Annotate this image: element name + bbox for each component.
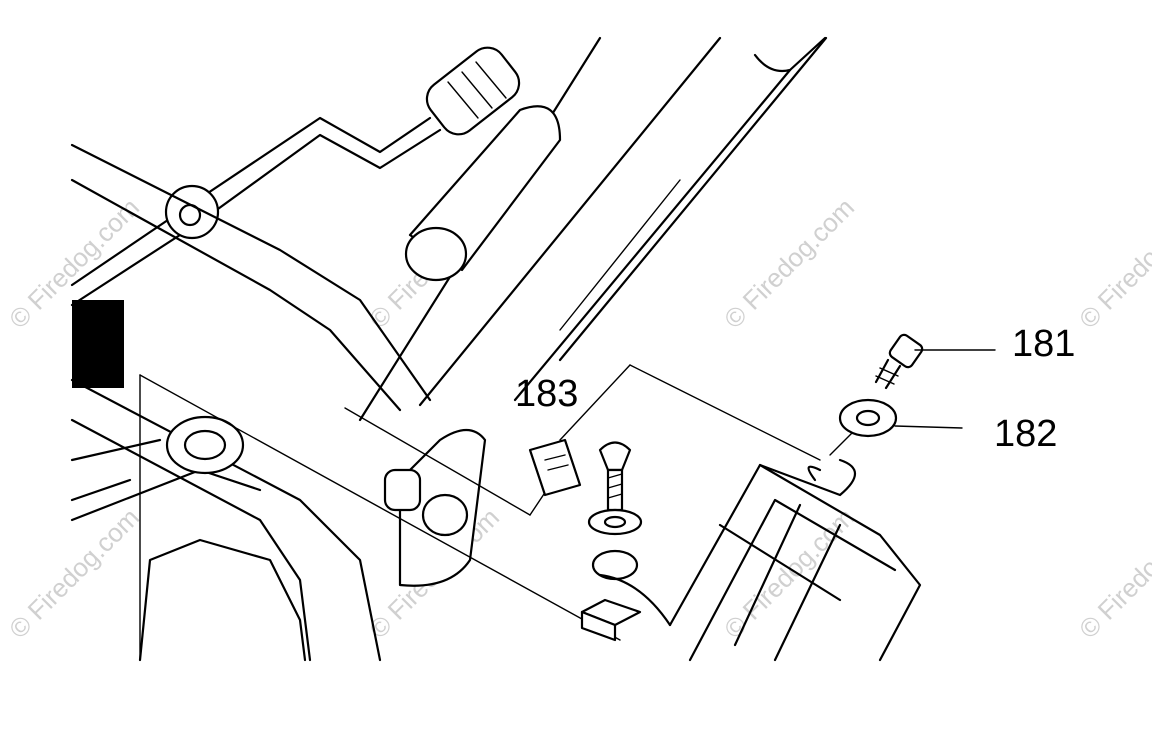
bolt-set-left — [580, 441, 643, 642]
leader-lines — [894, 349, 996, 429]
watermark: © Firedog.com — [3, 502, 145, 644]
pivot-bracket — [383, 428, 487, 587]
callout-181: 181 — [1012, 323, 1075, 365]
washer-182 — [838, 398, 898, 438]
guide-lines — [139, 364, 866, 661]
grass-catcher-frame — [598, 458, 922, 662]
callout-182: 182 — [994, 413, 1057, 455]
watermark: © Firedog.com — [1073, 192, 1152, 334]
dark-panel — [72, 300, 124, 388]
clip-183 — [528, 438, 582, 497]
watermarks: © Firedog.com © Firedog.com © Firedog.co… — [3, 192, 1152, 644]
bolt-181 — [874, 333, 924, 390]
watermark: © Firedog.com — [1073, 502, 1152, 644]
callout-183: 183 — [515, 373, 578, 415]
grip-tube — [404, 105, 562, 282]
watermark: © Firedog.com — [718, 502, 860, 644]
watermark: © Firedog.com — [718, 192, 860, 334]
mower-body — [70, 143, 432, 662]
